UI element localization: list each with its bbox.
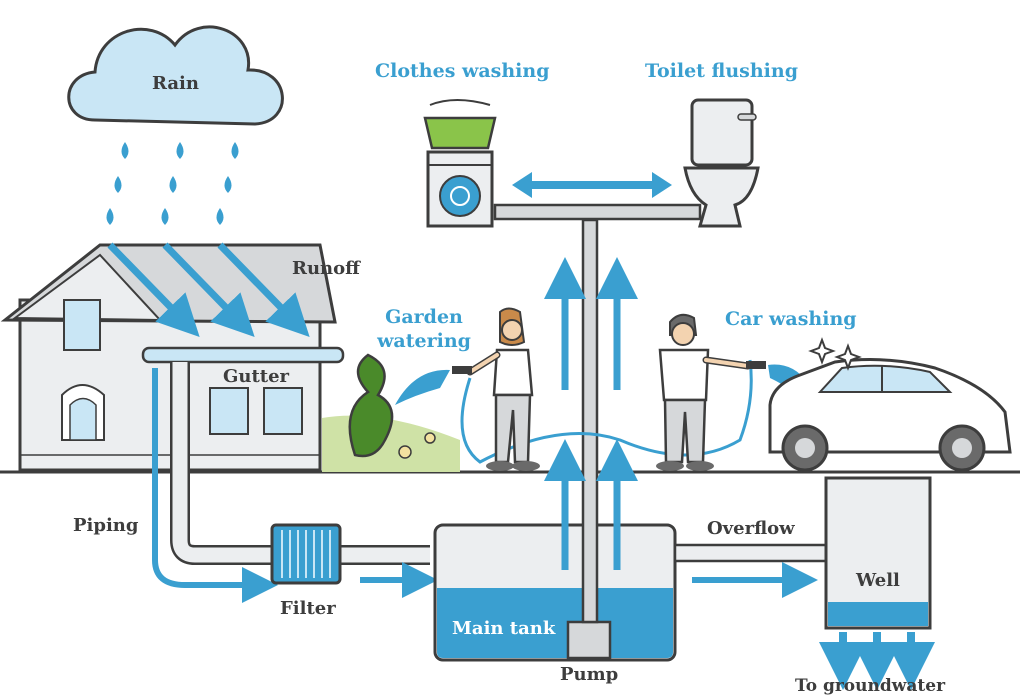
- pump-label: Pump: [560, 664, 619, 685]
- overflow-label: Overflow: [707, 518, 795, 539]
- sparkle-icon: [808, 337, 862, 371]
- rain-label: Rain: [152, 73, 199, 94]
- double-arrow-icon: [512, 172, 672, 198]
- toilet-flushing-label: Toilet flushing: [645, 60, 799, 82]
- gutter-pipe: [141, 346, 345, 364]
- laundry-basket-icon: [423, 99, 497, 150]
- car-washing-label: Car washing: [725, 308, 857, 330]
- main-tank-label: Main tank: [452, 618, 556, 639]
- filter-label: Filter: [280, 598, 336, 619]
- runoff-label: Runoff: [292, 258, 360, 279]
- overflow-pipe: [673, 543, 832, 598]
- cloud-icon: [67, 25, 284, 126]
- hose: [460, 359, 753, 464]
- man-figure-icon: [656, 313, 766, 471]
- car-icon: [768, 358, 1012, 472]
- gutter-label: Gutter: [223, 366, 290, 387]
- filter-icon: [270, 523, 342, 585]
- tank-icon: [433, 523, 677, 662]
- bush-icon: [322, 353, 460, 472]
- pump-icon: [493, 203, 702, 660]
- piping-label: Piping: [73, 515, 139, 536]
- to-groundwater-label: To groundwater: [795, 676, 946, 696]
- well-label: Well: [856, 570, 900, 591]
- clothes-washing-label: Clothes washing: [375, 60, 550, 82]
- garden-watering-label: Garden watering: [377, 306, 471, 352]
- well-icon: [824, 476, 932, 630]
- piping: [152, 362, 438, 603]
- garden-water-spray: [395, 369, 450, 405]
- washing-machine-icon: [426, 150, 494, 228]
- up-arrows: [544, 257, 638, 570]
- runoff-arrows: [107, 242, 310, 338]
- groundwater-arrows: [819, 632, 935, 690]
- raindrop-icon: [106, 142, 239, 225]
- toilet-icon: [683, 98, 760, 228]
- woman-figure-icon: [452, 307, 540, 471]
